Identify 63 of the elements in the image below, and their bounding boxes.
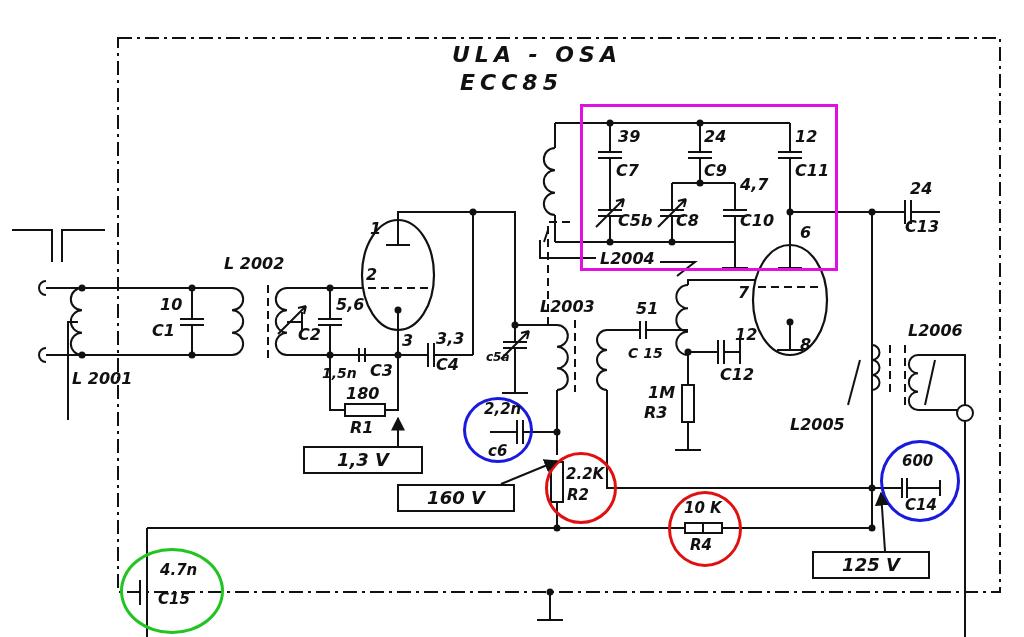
part-label: R4 (690, 536, 712, 554)
part-label: C5b (618, 212, 653, 230)
part-label: L2005 (790, 416, 845, 434)
arrow (391, 416, 405, 447)
part-label: 10 K (684, 499, 722, 517)
part-label: 2.2K (566, 465, 605, 483)
part-label: 24 (910, 180, 933, 198)
highlight-circle (120, 548, 224, 634)
part-label: C9 (704, 162, 727, 180)
part-label: 1M (648, 384, 676, 402)
part-label: 180 (346, 385, 380, 403)
part-label: C13 (905, 218, 939, 236)
part-label: C7 (616, 162, 639, 180)
part-label: 3 (402, 332, 414, 350)
part-label: L2004 (600, 250, 655, 268)
part-label: R1 (350, 419, 374, 437)
part-label: C4 (436, 356, 459, 374)
part-label: C14 (905, 496, 937, 514)
part-label: 5,6 (336, 296, 365, 314)
part-label: C10 (740, 212, 774, 230)
part-label: 10 (160, 296, 183, 314)
part-label: C1 (152, 322, 175, 340)
part-label: ULA - OSA (452, 46, 622, 64)
part-label: L2006 (908, 322, 963, 340)
part-label: C11 (795, 162, 829, 180)
part-label: c6 (488, 442, 508, 460)
part-label: L 2002 (224, 255, 285, 273)
highlight-circle (880, 440, 960, 522)
highlight-circle (463, 397, 533, 463)
part-label: 12 (795, 128, 818, 146)
part-label: R2 (567, 486, 589, 504)
part-label: 6 (800, 224, 812, 242)
part-label: C3 (370, 362, 393, 380)
voltage-label: 1,3 V (336, 451, 390, 469)
part-label: 51 (636, 300, 659, 318)
part-label: R3 (644, 404, 668, 422)
part-label: L2003 (540, 298, 595, 316)
part-label: 600 (902, 452, 934, 470)
part-label: ECC85 (460, 74, 563, 92)
voltage-label: 125 V (842, 556, 900, 574)
arrow (500, 459, 559, 485)
part-label: 3,3 (436, 330, 465, 348)
part-label: C2 (298, 326, 321, 344)
part-label: C12 (720, 366, 754, 384)
highlight-circle (545, 452, 617, 524)
part-label: 12 (735, 326, 758, 344)
part-label: 2,2n (484, 400, 522, 418)
highlight-box (580, 104, 838, 271)
part-label: 39 (618, 128, 641, 146)
arrow (874, 491, 889, 552)
part-label: 24 (704, 128, 727, 146)
part-label: c5a (486, 349, 510, 366)
part-label: C 15 (628, 344, 663, 362)
voltage-box (812, 551, 930, 579)
highlight-circle (668, 491, 742, 567)
voltage-box (303, 446, 423, 474)
part-label: 7 (738, 284, 750, 302)
part-label: L 2001 (72, 370, 133, 388)
part-label: 4.7n (160, 561, 198, 579)
voltage-label: 160 V (427, 489, 485, 507)
part-label: 2 (366, 266, 378, 284)
part-label: 4,7 (740, 176, 769, 194)
voltage-box (397, 484, 515, 512)
